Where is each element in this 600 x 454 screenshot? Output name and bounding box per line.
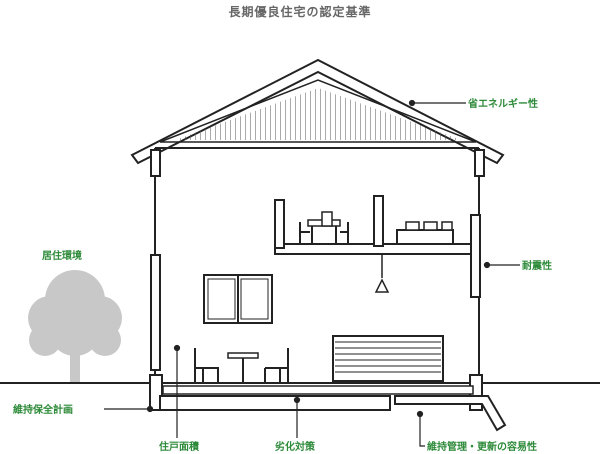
house-walls xyxy=(150,147,485,375)
label-floor-area: 住戸面積 xyxy=(159,440,200,453)
label-deterioration: 劣化対策 xyxy=(275,440,316,453)
window xyxy=(203,274,273,324)
leader-lines xyxy=(104,99,520,447)
tree-illustration xyxy=(28,270,122,383)
label-maintenance-ease: 維持管理・更新の容易性 xyxy=(427,440,537,453)
label-energy: 省エネルギー性 xyxy=(467,97,538,110)
second-floor xyxy=(274,195,472,293)
diagram-title: 長期優良住宅の認定基準 xyxy=(228,4,371,19)
label-environment: 居住環境 xyxy=(42,249,82,262)
label-maintenance-plan: 維持保全計画 xyxy=(13,403,73,416)
label-earthquake: 耐震性 xyxy=(522,259,552,272)
roof xyxy=(130,58,505,165)
foundation xyxy=(149,374,507,432)
first-floor-furniture xyxy=(194,335,444,382)
